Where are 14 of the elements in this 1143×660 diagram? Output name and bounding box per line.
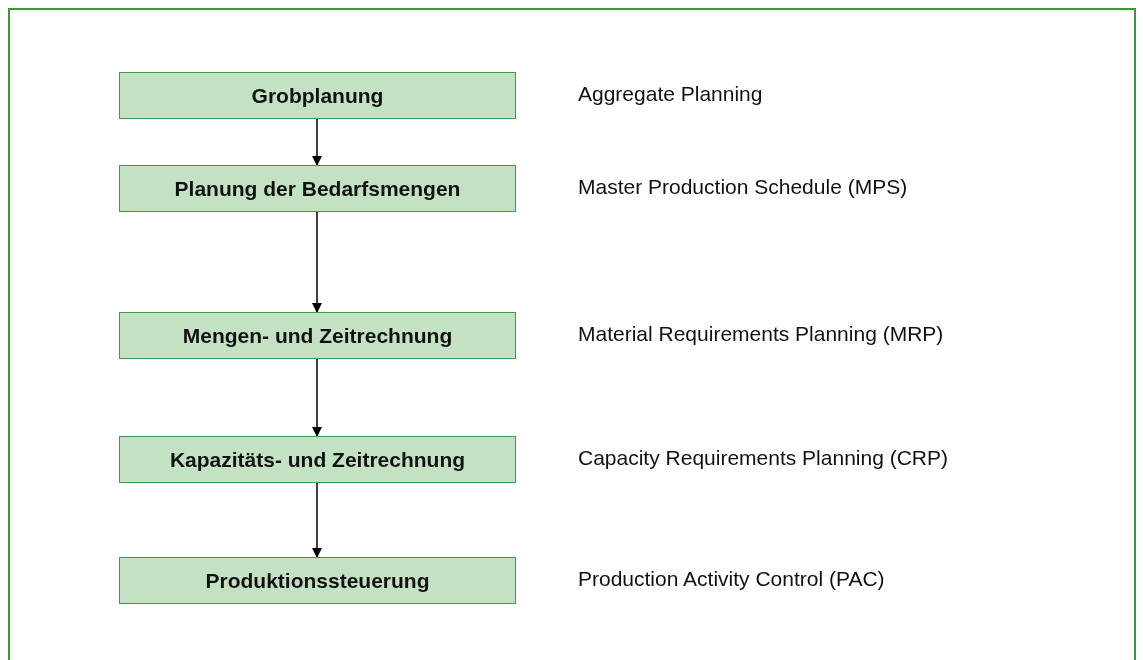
process-box: Kapazitäts- und Zeitrechnung <box>119 436 516 483</box>
arrow <box>312 211 322 313</box>
arrow <box>312 482 322 558</box>
process-box: Mengen- und Zeitrechnung <box>119 312 516 359</box>
english-term: Production Activity Control (PAC) <box>578 567 885 591</box>
arrow <box>312 358 322 437</box>
english-term: Capacity Requirements Planning (CRP) <box>578 446 948 470</box>
process-box: Planung der Bedarfsmengen <box>119 165 516 212</box>
arrow <box>312 118 322 166</box>
english-term: Material Requirements Planning (MRP) <box>578 322 944 346</box>
english-term: Aggregate Planning <box>578 82 763 106</box>
process-box: Grobplanung <box>119 72 516 119</box>
process-box: Produktionssteuerung <box>119 557 516 604</box>
english-term: Master Production Schedule (MPS) <box>578 175 908 199</box>
